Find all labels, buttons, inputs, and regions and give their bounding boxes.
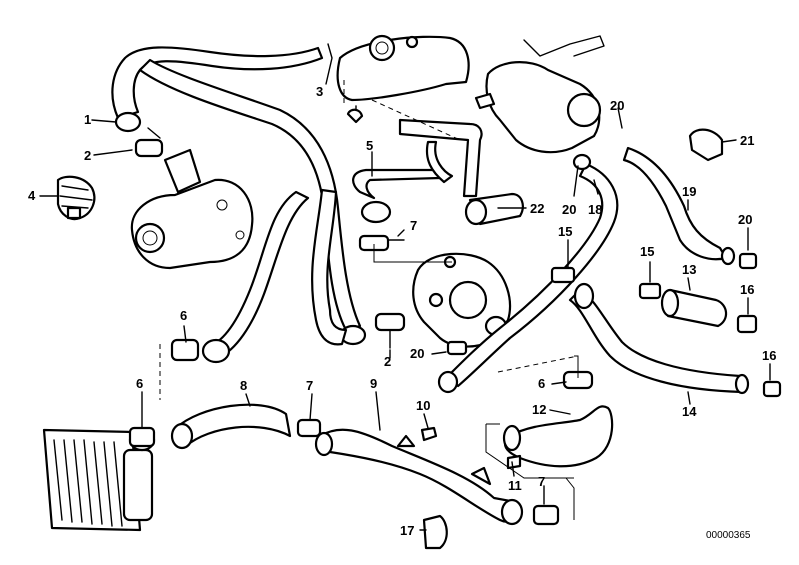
- label-part-9: 9: [370, 376, 377, 391]
- label-part-2-upper: 2: [84, 148, 91, 163]
- hose-clamp-15-mid: [550, 266, 576, 284]
- label-part-4: 4: [28, 188, 36, 203]
- hose-clamp-2-lower: [374, 312, 406, 349]
- hose-14: [568, 282, 750, 395]
- label-part-7-upper: 7: [410, 218, 417, 233]
- hose-clamp-7-upper: [358, 234, 405, 252]
- hose-clamp-7-lower-left: [296, 418, 322, 438]
- hose-8: [170, 403, 292, 450]
- hose-clamp-16-far: [762, 380, 782, 398]
- label-part-3: 3: [316, 84, 323, 99]
- hose-clamp-20-right: [738, 252, 758, 270]
- hose-clamp-6-lower-left: [128, 426, 156, 448]
- hose-section-22: [464, 192, 524, 226]
- hose-5: [352, 118, 483, 224]
- label-part-20-right: 20: [738, 212, 752, 227]
- label-part-22: 22: [530, 201, 544, 216]
- bolt-11: [506, 454, 522, 470]
- leader-lines: [39, 43, 771, 531]
- label-part-20-center: 20: [410, 346, 424, 361]
- label-part-6-upper: 6: [180, 308, 187, 323]
- lower-left-hose: [201, 188, 348, 364]
- label-part-15-mid: 15: [558, 224, 572, 239]
- label-part-16-far: 16: [762, 348, 776, 363]
- label-part-19: 19: [682, 184, 696, 199]
- hose-clamp-15-right: [638, 282, 662, 300]
- throttle-housing: [474, 35, 605, 154]
- hose-clamp-2-upper: [134, 127, 164, 158]
- radiator: [42, 428, 156, 532]
- label-part-15-right: 15: [640, 244, 654, 259]
- label-part-21: 21: [740, 133, 754, 148]
- label-part-20-top: 20: [610, 98, 624, 113]
- hose-clamp-16-right: [736, 314, 758, 334]
- label-part-7-lower-left: 7: [306, 378, 313, 393]
- label-part-20-left: 20: [562, 202, 576, 217]
- clip-21: [688, 128, 724, 162]
- tube-13: [660, 288, 728, 328]
- hose-19: [622, 146, 736, 266]
- label-part-11: 11: [508, 478, 522, 493]
- guide-lines: [159, 80, 579, 520]
- label-part-10: 10: [416, 398, 430, 413]
- diagram-reference-code: 00000365: [706, 530, 751, 541]
- hose-18: [437, 153, 619, 394]
- label-part-14: 14: [682, 404, 697, 419]
- label-part-18: 18: [588, 202, 602, 217]
- label-part-12: 12: [532, 402, 546, 417]
- label-part-6-mid: 6: [538, 376, 545, 391]
- label-part-8: 8: [240, 378, 247, 393]
- bolt-10: [420, 426, 438, 442]
- label-part-1: 1: [84, 112, 91, 127]
- label-part-2-lower: 2: [384, 354, 391, 369]
- label-part-17: 17: [400, 523, 414, 538]
- coolant-pipe-9: [314, 428, 524, 526]
- label-part-6-left: 6: [136, 376, 143, 391]
- label-part-7-lower-right: 7: [538, 474, 545, 489]
- hose-clamp-7-lower-right: [532, 504, 560, 526]
- part-labels: 1 2 4 3 5 7 22 6 2 20 6 8 7 9 10 6 12 11…: [28, 84, 776, 541]
- label-part-13: 13: [682, 262, 696, 277]
- hose-clamp-6-upper-left: [170, 338, 200, 362]
- expansion-tank: [336, 34, 470, 124]
- water-pump: [130, 148, 254, 270]
- coil-clamp-4: [56, 175, 96, 221]
- clip-17: [422, 514, 448, 550]
- label-part-16-right: 16: [740, 282, 754, 297]
- label-part-5: 5: [366, 138, 373, 153]
